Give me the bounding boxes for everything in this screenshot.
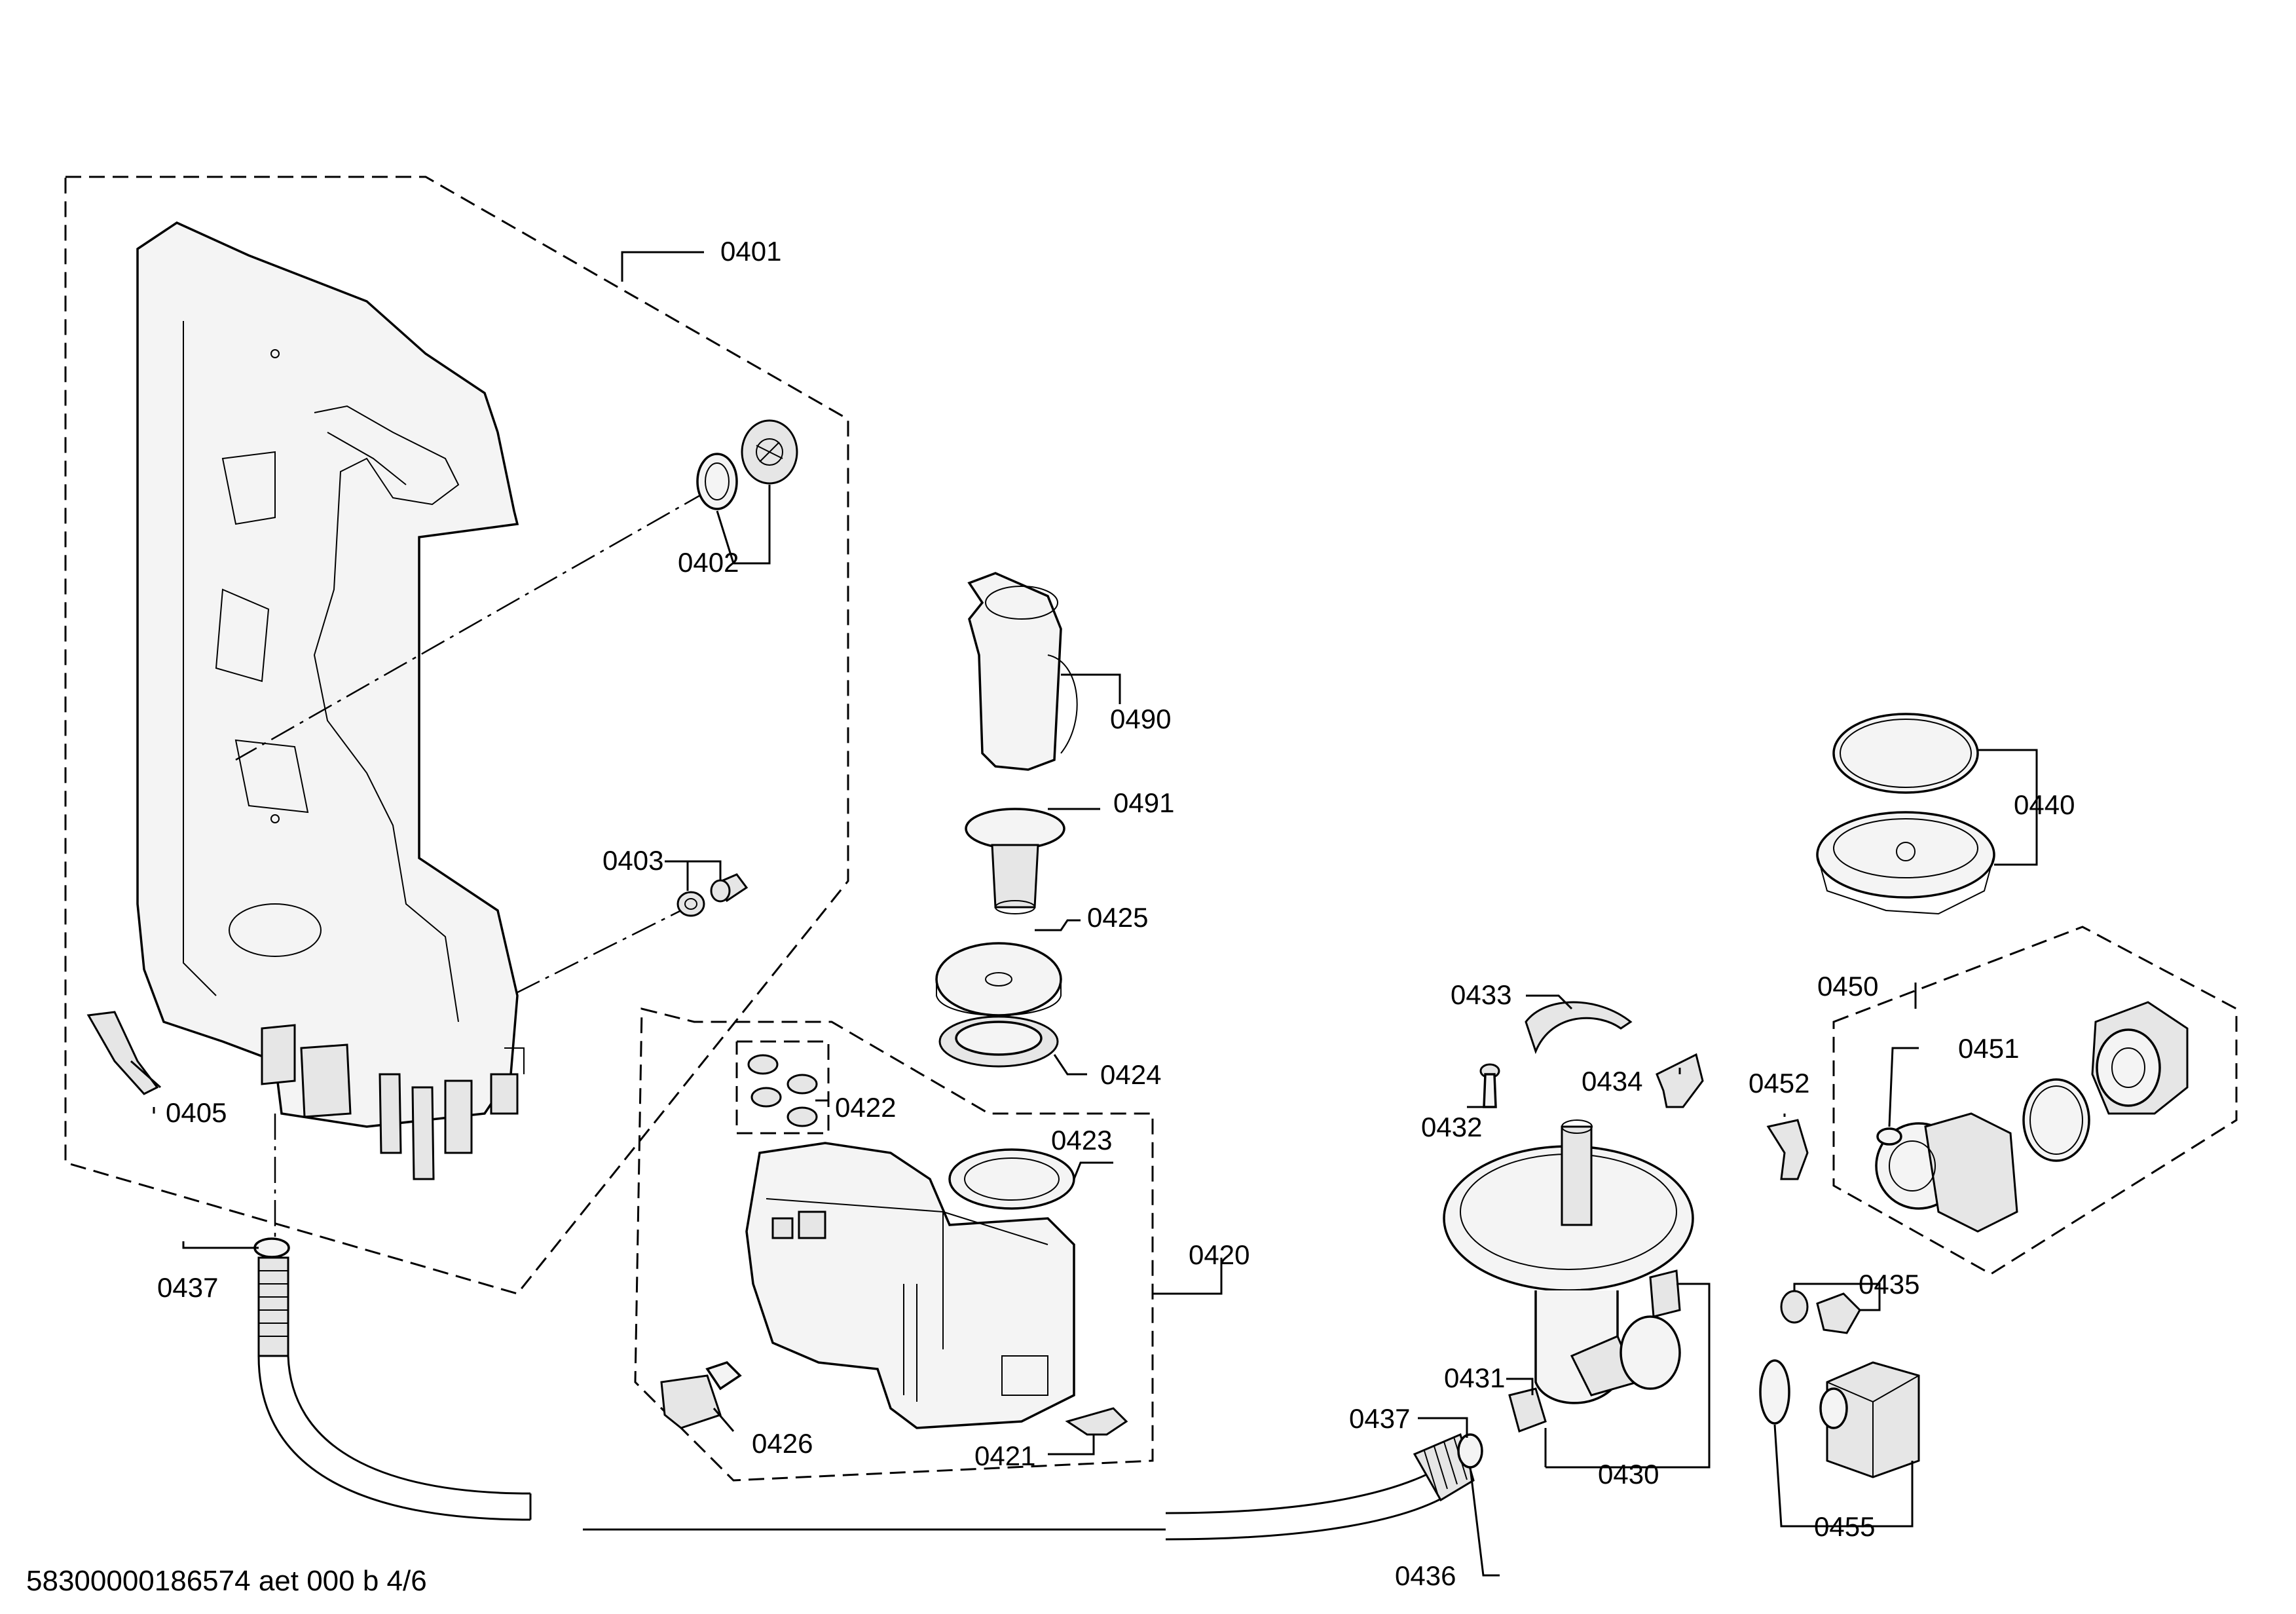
label-0401: 0401 [720,236,781,267]
part-0433-clip [1525,1001,1633,1055]
part-0425-cover [935,942,1062,1017]
label-0403: 0403 [602,845,663,876]
part-0401-panel [136,221,525,1180]
label-0433: 0433 [1451,979,1511,1010]
part-0440-filter-cover [1816,713,1995,915]
part-0426-valve [660,1361,742,1429]
label-0432: 0432 [1421,1112,1482,1142]
label-0435: 0435 [1859,1269,1919,1300]
label-0437-left: 0437 [157,1272,218,1303]
label-0405: 0405 [166,1097,227,1128]
label-0451: 0451 [1958,1033,2019,1064]
label-0421: 0421 [974,1440,1035,1471]
label-0402: 0402 [678,547,739,578]
group-bracket-0422 [735,1040,830,1135]
label-0490: 0490 [1110,704,1171,734]
label-0436: 0436 [1395,1560,1456,1591]
part-0455-drain-pump [1819,1361,1920,1478]
part-0452-clip [1766,1119,1809,1180]
label-0434: 0434 [1582,1066,1642,1097]
part-0455-oring [1759,1359,1790,1425]
part-0491-cap [965,808,1065,914]
part-0431-nut [1508,1387,1547,1433]
part-0403-connectors [676,873,749,917]
part-0432-screw [1479,1063,1500,1108]
part-0421-clip [1065,1407,1128,1436]
label-0452: 0452 [1749,1068,1809,1098]
label-0425: 0425 [1087,902,1148,933]
label-0420: 0420 [1189,1239,1250,1270]
label-0424: 0424 [1100,1059,1161,1090]
part-0420-water-softener [745,1142,1075,1429]
group-boundary-0450 [1832,926,2238,1275]
label-0431: 0431 [1444,1362,1505,1393]
part-0437-drain-hose-right [1165,1433,1475,1541]
part-0430-sump [1443,1119,1694,1404]
part-0434-latch [1656,1053,1704,1108]
part-0402-seal-and-nozzle [696,419,798,510]
label-0455: 0455 [1814,1511,1875,1542]
label-0437-right: 0437 [1349,1403,1410,1434]
group-boundary-0401 [64,176,849,1295]
part-0437-drain-hose-left [253,1237,532,1521]
part-0436-clamp [1457,1433,1483,1469]
part-0435-sensor [1780,1290,1861,1334]
label-0423: 0423 [1051,1125,1112,1155]
label-0422: 0422 [835,1092,896,1123]
label-0430: 0430 [1598,1459,1659,1490]
part-0451-motor [2091,1001,2189,1115]
leader-lines [130,251,2038,1577]
part-0422-seals [747,1054,818,1127]
part-0451-oring [2022,1078,2090,1162]
label-0491: 0491 [1113,787,1174,818]
document-footer: 58300000186574 aet 000 b 4/6 [26,1565,427,1597]
label-0440: 0440 [2014,789,2075,820]
part-0490-funnel [967,572,1078,771]
label-0450: 0450 [1817,971,1878,1002]
part-0451-heat-pump [1875,1112,2018,1233]
part-0424-ring [938,1015,1059,1068]
alignment-line [510,903,695,997]
part-0405-bracket [86,1011,159,1095]
label-0426: 0426 [752,1428,813,1459]
alignment-line [235,490,708,761]
